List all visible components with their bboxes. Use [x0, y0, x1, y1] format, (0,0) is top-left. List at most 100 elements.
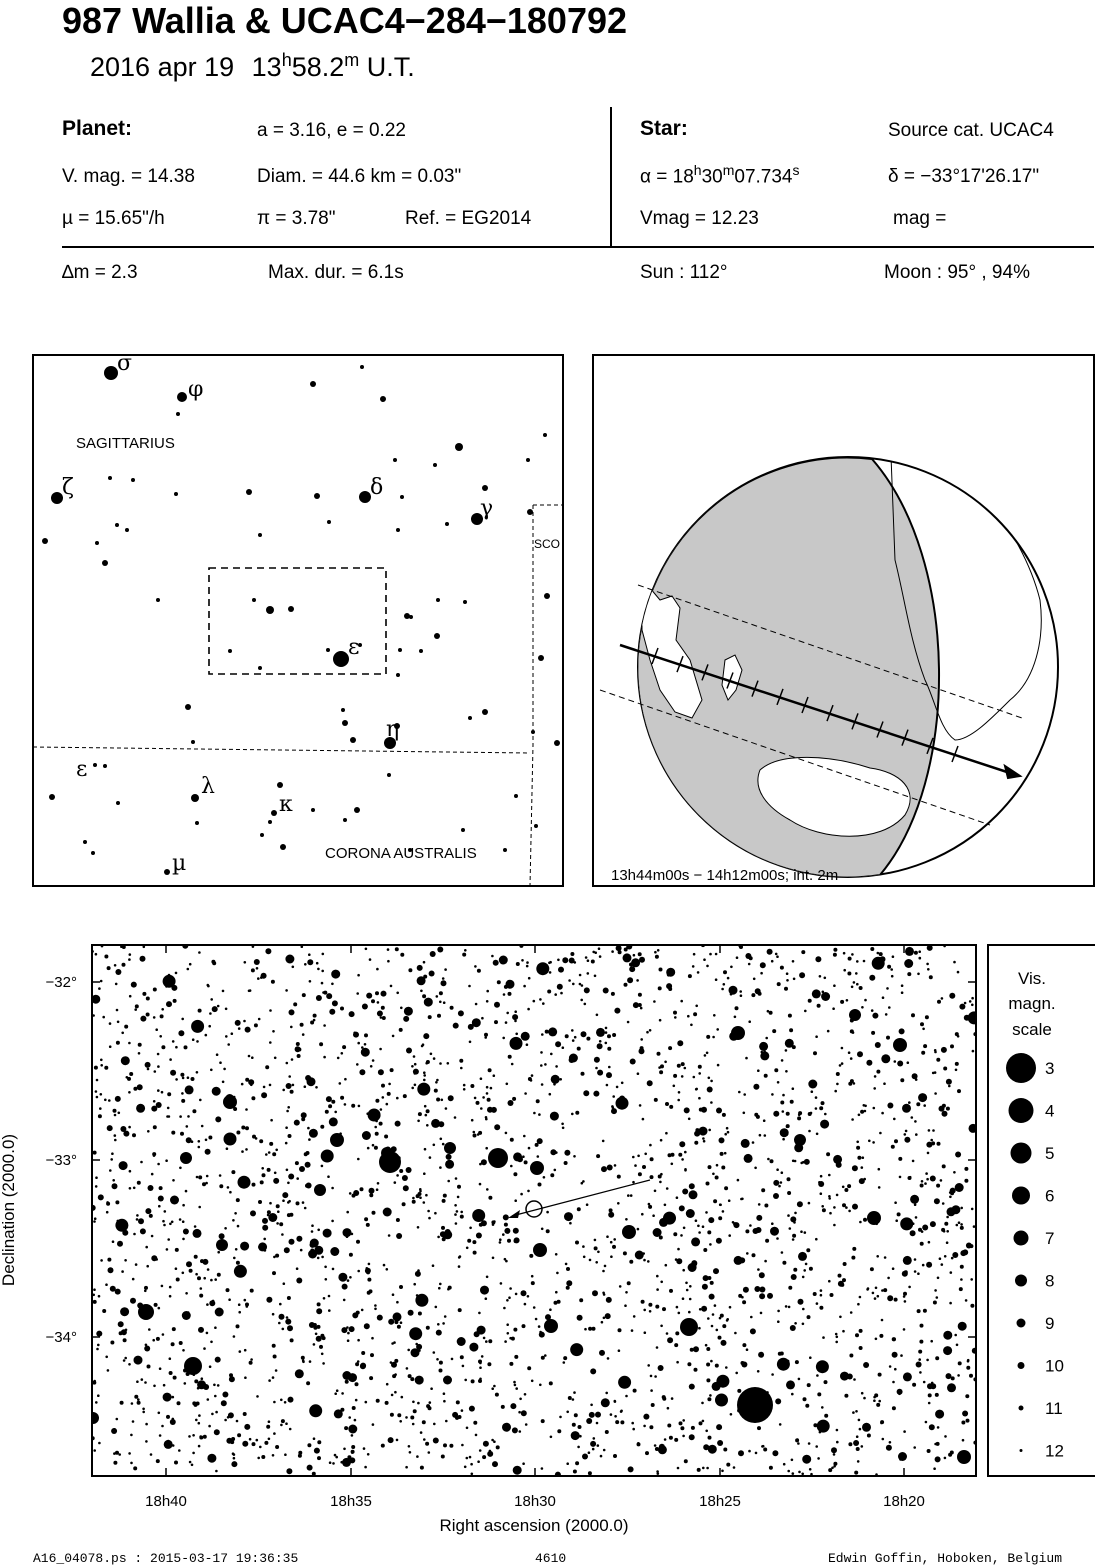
- field-star: [657, 1174, 662, 1179]
- field-star: [332, 1462, 335, 1465]
- field-star: [752, 977, 756, 981]
- max-duration: Max. dur. = 6.1s: [268, 262, 404, 283]
- field-star: [919, 1323, 924, 1328]
- field-star: [396, 991, 400, 995]
- field-star: [300, 1355, 305, 1360]
- field-star: [181, 1220, 185, 1223]
- field-star: [282, 1192, 289, 1199]
- field-star: [198, 1175, 203, 1180]
- field-star: [331, 1000, 338, 1007]
- finder-star: [277, 782, 283, 788]
- legend-title-line-1: Vis.: [1018, 969, 1046, 988]
- field-star: [428, 1216, 431, 1220]
- field-star: [308, 953, 311, 956]
- field-star: [315, 995, 322, 1001]
- finder-star: [95, 541, 99, 545]
- field-star: [842, 1278, 846, 1283]
- field-star: [296, 1375, 300, 1378]
- field-star: [790, 1216, 797, 1223]
- field-star: [412, 1196, 415, 1200]
- field-star: [917, 972, 920, 976]
- field-star: [202, 1182, 206, 1187]
- field-star: [397, 1413, 402, 1418]
- field-star: [114, 1288, 121, 1295]
- field-star: [862, 959, 866, 963]
- field-star: [585, 1203, 589, 1206]
- field-star: [357, 1269, 361, 1273]
- field-star: [380, 1443, 385, 1448]
- time-tick: [826, 704, 834, 722]
- field-star: [206, 1398, 210, 1401]
- field-star: [340, 1095, 345, 1100]
- field-star: [270, 1118, 273, 1122]
- field-star: [506, 1332, 510, 1335]
- finder-star: [116, 801, 120, 805]
- field-star: [604, 1041, 608, 1045]
- field-star: [180, 1072, 185, 1077]
- field-star: [380, 990, 387, 997]
- field-star: [562, 957, 569, 964]
- finder-star: [380, 396, 386, 402]
- field-star: [863, 1362, 870, 1368]
- field-star: [796, 1438, 799, 1441]
- field-star: [814, 1107, 818, 1110]
- field-star: [440, 1454, 445, 1459]
- field-star: [815, 1302, 819, 1305]
- field-star: [116, 1219, 120, 1223]
- field-star: [380, 1005, 385, 1010]
- field-star: [128, 953, 132, 956]
- field-star: [758, 1272, 765, 1279]
- field-star: [679, 1141, 686, 1148]
- field-star: [850, 985, 854, 989]
- field-star: [286, 1296, 291, 1300]
- field-star: [285, 1061, 289, 1065]
- field-star: [395, 1438, 399, 1442]
- constellation-scorpius: SCO: [534, 537, 560, 551]
- field-star: [321, 1255, 324, 1259]
- field-star: [588, 1258, 592, 1262]
- finder-star: [433, 463, 437, 467]
- field-star: [776, 955, 779, 958]
- field-star: [815, 1035, 818, 1038]
- field-star: [720, 1339, 727, 1346]
- field-star: [346, 1279, 350, 1282]
- field-star: [479, 1162, 482, 1166]
- field-star: [288, 1009, 295, 1016]
- event-datetime: 2016 apr 19 13h58.2m U.T.: [90, 50, 415, 83]
- x-tick-label-0: 18h40: [145, 1493, 187, 1510]
- field-star: [593, 974, 597, 978]
- field-star: [442, 1193, 447, 1198]
- field-star: [647, 1202, 651, 1206]
- legend-mag-dot-9: [1016, 1318, 1026, 1328]
- field-star: [389, 1361, 393, 1364]
- legend-mag-label-3: 3: [1045, 1059, 1054, 1078]
- field-star: [200, 1124, 204, 1128]
- field-star: [839, 1315, 842, 1319]
- field-star: [658, 1018, 662, 1022]
- star-label-lambda: λ: [201, 774, 215, 799]
- field-star: [738, 1450, 744, 1457]
- field-star: [482, 1455, 487, 1460]
- field-star: [121, 1270, 124, 1273]
- field-star: [351, 1451, 354, 1454]
- magnitude-legend-frame: [987, 944, 1095, 1477]
- field-star: [893, 1060, 897, 1063]
- field-star: [933, 1467, 936, 1470]
- field-star: [953, 960, 956, 964]
- field-star: [510, 1062, 514, 1066]
- field-star: [929, 1221, 936, 1228]
- field-star: [636, 1072, 640, 1075]
- field-star: [295, 1042, 300, 1046]
- field-star: [604, 1430, 609, 1434]
- field-star: [722, 1324, 727, 1329]
- field-star: [128, 1091, 131, 1094]
- field-star: [168, 1294, 172, 1298]
- field-star: [689, 1285, 692, 1288]
- field-star: [454, 1177, 458, 1180]
- field-star: [341, 1327, 348, 1334]
- field-star: [711, 1313, 715, 1316]
- field-star: [955, 1151, 962, 1158]
- field-star: [520, 1031, 530, 1041]
- field-star: [250, 968, 255, 973]
- field-star: [487, 1068, 492, 1073]
